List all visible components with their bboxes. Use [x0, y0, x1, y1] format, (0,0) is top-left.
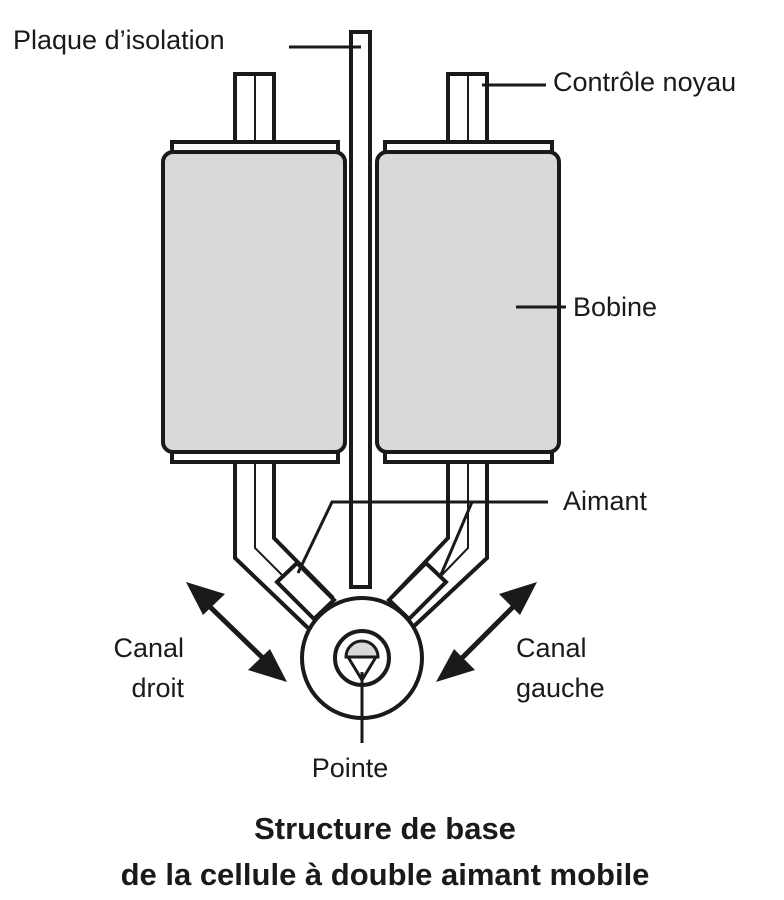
stylus-tip-label: Pointe [312, 753, 389, 783]
core-control-label: Contrôle noyau [553, 67, 736, 97]
arrowhead-down-left [436, 649, 475, 682]
right-channel-arrow [186, 582, 287, 682]
arrowhead-up-left [186, 582, 225, 615]
left-coil-bottom-flange [170, 450, 340, 464]
coil-label: Bobine [573, 292, 657, 322]
stylus-tip-dome [344, 639, 380, 659]
right-coil [375, 150, 561, 454]
insulation-plate-label: Plaque d’isolation [13, 25, 225, 55]
magnet-label: Aimant [563, 486, 648, 516]
left-core-leg-divider [254, 462, 285, 578]
left-channel-label-line2: gauche [516, 673, 605, 703]
right-coil-assembly [375, 72, 561, 630]
left-channel-label-line1: Canal [516, 633, 587, 663]
right-core-leg-divider [439, 462, 469, 578]
diagram-title-line2: de la cellule à double aimant mobile [121, 857, 650, 892]
left-channel-arrow [436, 582, 537, 682]
arrowhead-up-right [499, 582, 537, 615]
left-magnet [274, 560, 337, 622]
double-arrow-icon [454, 600, 520, 666]
left-coil [161, 150, 347, 454]
diagram-title-line1: Structure de base [254, 811, 516, 846]
right-channel-label-line2: droit [131, 673, 184, 703]
right-channel-label-line1: Canal [113, 633, 184, 663]
double-arrow-icon [203, 600, 271, 666]
left-coil-assembly [161, 72, 347, 630]
magnet-leader [296, 500, 548, 578]
right-coil-bottom-flange [383, 450, 554, 464]
insulation-plate [349, 30, 372, 589]
arrowhead-down-right [248, 649, 287, 682]
